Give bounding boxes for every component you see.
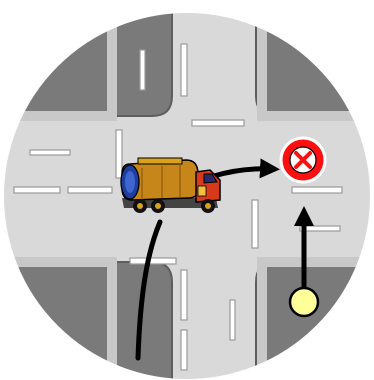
block-bottom-right: [255, 261, 372, 380]
no-entry-icon: [279, 136, 327, 184]
fuel-tanker-truck-icon: [120, 157, 221, 213]
tanker-arrow: [211, 158, 280, 179]
tanker-path-line: [135, 219, 163, 361]
lane-markings: [13, 43, 343, 371]
block-top-right: [255, 11, 372, 117]
start-point-icon: [288, 286, 320, 318]
